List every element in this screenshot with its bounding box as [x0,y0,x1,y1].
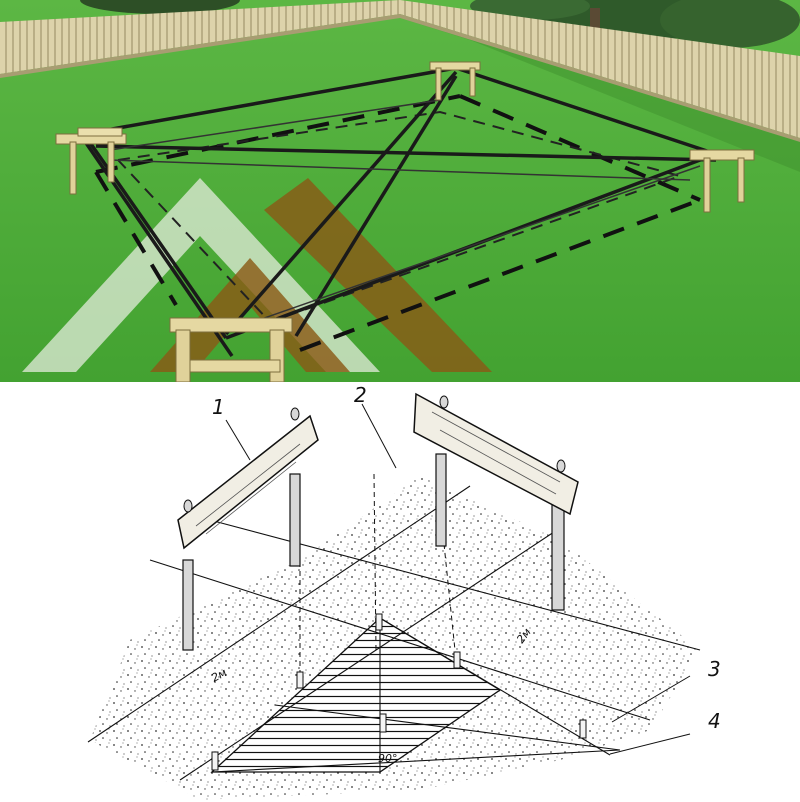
batter-board-top [429,61,481,101]
callout-2: 2 [354,383,367,407]
dimension-left: 2м [209,666,229,685]
angle-label: 90° [378,752,398,765]
yard-layout-illustration [0,0,800,382]
inner-dashed-outline [117,110,684,324]
batter-board-bottom [169,317,293,382]
ground-stakes [211,613,587,771]
callout-3: 3 [708,657,721,681]
batter-board-2 [413,392,579,611]
fence [0,0,800,172]
batter-board-right [689,149,755,213]
callout-4: 4 [708,709,721,733]
corner-layout-drawing: 1 2 3 4 2м 2м 90° [87,383,721,800]
batter-board-left [55,127,127,195]
callout-1: 1 [212,395,225,419]
cords-thin [109,99,701,331]
batter-board-1 [177,407,319,651]
leader-lines [225,403,691,755]
outer-dashed-outline [94,94,701,352]
